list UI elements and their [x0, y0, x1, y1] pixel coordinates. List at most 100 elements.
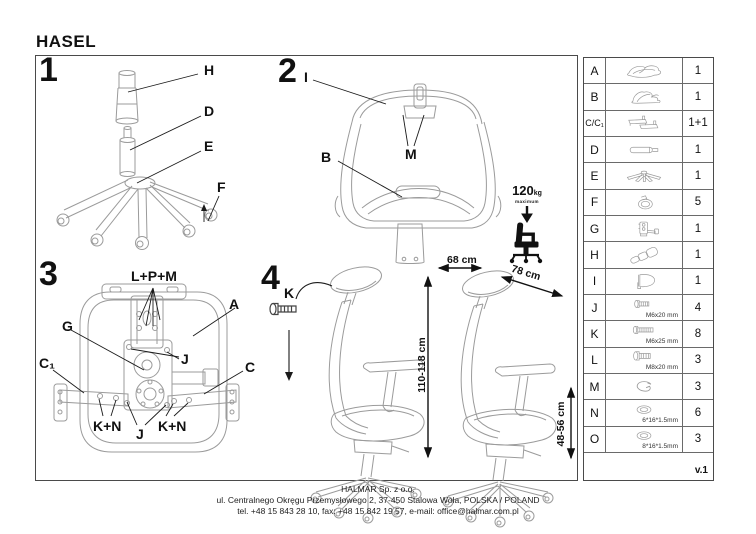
- label-c1: C₁: [39, 355, 55, 371]
- table-row: F 5: [584, 189, 713, 217]
- dimension-lines: [423, 263, 576, 460]
- step-3-number: 3: [39, 255, 58, 293]
- telescopic-cover-icon: [630, 247, 658, 264]
- table-row: D 1: [584, 137, 713, 164]
- part-letter: D: [584, 137, 606, 163]
- part-qty: 5: [694, 196, 702, 209]
- part-qty: 1: [694, 170, 702, 183]
- down-arrow-icon: [285, 372, 293, 381]
- part-letter: J: [584, 295, 606, 321]
- dimension-total-height: 110-118 cm: [416, 337, 428, 393]
- part-qty: 3: [694, 380, 702, 393]
- part-qty: 8: [694, 328, 702, 341]
- part-letter: B: [584, 84, 606, 110]
- label-f: F: [217, 179, 226, 195]
- table-row: O 8*16*1.5mm 3: [584, 426, 713, 454]
- diagram-3-leader-lines: [52, 287, 244, 426]
- part-icon-cell: [606, 216, 683, 242]
- table-row: L M8x20 mm 3: [584, 347, 713, 375]
- part-icon-cell: 6*16*1.5mm: [606, 400, 683, 426]
- up-arrow-icon: [201, 204, 207, 211]
- part-letter: G: [584, 216, 606, 242]
- label-kn-left: K+N: [93, 418, 122, 434]
- part-size-label: 6*16*1.5mm: [642, 416, 678, 424]
- base-star-icon: [626, 170, 662, 182]
- label-j-upper: J: [181, 351, 189, 367]
- screw-m6x25-icon: [632, 325, 654, 334]
- seat-icon: [627, 65, 662, 78]
- max-load-unit: kg: [533, 190, 542, 197]
- label-j-lower: J: [136, 426, 144, 442]
- table-row: J M6x20 mm 4: [584, 295, 713, 322]
- diagram-area-border: [35, 55, 578, 481]
- k-leader-curve: [295, 282, 333, 300]
- footer-contact: tel. +48 15 843 28 10, fax: +48 15 842 1…: [237, 506, 519, 516]
- part-icon-cell: [606, 163, 683, 189]
- part-qty: 6: [694, 407, 702, 420]
- step-1-number: 1: [39, 51, 58, 89]
- backrest-icon: [631, 91, 661, 104]
- armrests-icon: [628, 116, 659, 130]
- dimension-seat-height: 48-56 cm: [555, 401, 567, 447]
- table-row: B 1: [584, 84, 713, 111]
- table-row: C/C₁ 1+1: [584, 110, 713, 138]
- part-size-label: M6x20 mm: [645, 311, 678, 319]
- label-e: E: [204, 138, 214, 154]
- part-qty: 1+1: [688, 117, 708, 130]
- part-icon-cell: M6x20 mm: [606, 295, 683, 321]
- clip-icon: [636, 381, 652, 392]
- label-c: C: [245, 359, 256, 375]
- part-icon-cell: M6x25 mm: [606, 321, 683, 347]
- part-letter: H: [584, 242, 606, 268]
- max-load-badge: 120kg maximum: [502, 182, 552, 268]
- label-a: A: [229, 296, 240, 312]
- table-row: I 1: [584, 268, 713, 296]
- table-row: K M6x25 mm 8: [584, 321, 713, 348]
- part-icon-cell: [606, 58, 683, 84]
- diagram-1-drawing: [56, 70, 220, 250]
- max-load-note: maximum: [515, 199, 539, 204]
- part-qty: 1: [694, 275, 702, 288]
- screw-m8x20-icon: [633, 351, 651, 361]
- version-label: v.1: [694, 465, 708, 476]
- part-size-label: M6x25 mm: [645, 337, 678, 345]
- footer-company: HALMAR Sp. z o.o.: [341, 484, 415, 494]
- footer-address: ul. Centralnego Okręgu Przemysłowego 2, …: [216, 495, 540, 505]
- part-letter: F: [584, 189, 606, 216]
- part-qty: 1: [694, 249, 702, 262]
- part-icon-cell: [606, 242, 683, 268]
- part-letter: I: [584, 268, 606, 295]
- label-d: D: [204, 103, 215, 119]
- label-lpm: L+P+M: [131, 268, 177, 284]
- table-row: N 6*16*1.5mm 6: [584, 400, 713, 427]
- washer-icon: [636, 431, 652, 441]
- dimension-width: 68 cm: [447, 254, 477, 266]
- table-row: A 1: [584, 58, 713, 85]
- part-letter: E: [584, 163, 606, 189]
- gas-lift-icon: [629, 146, 659, 153]
- part-icon-cell: [606, 137, 683, 163]
- part-qty: 1: [694, 91, 702, 104]
- label-m: M: [405, 146, 417, 162]
- page-title: HASEL: [36, 32, 97, 51]
- part-size-label: 8*16*1.5mm: [642, 443, 678, 451]
- chair-silhouette-icon: [509, 205, 543, 263]
- table-row: G 1: [584, 216, 713, 243]
- part-letter: O: [584, 426, 606, 453]
- table-row: E 1: [584, 163, 713, 190]
- part-letter: M: [584, 374, 606, 400]
- part-letter: K: [584, 321, 606, 347]
- screw-m6x20-icon: [634, 299, 650, 308]
- part-icon-cell: [606, 189, 683, 216]
- label-b: B: [321, 149, 332, 165]
- part-letter: L: [584, 347, 606, 374]
- caster-icon: [638, 195, 653, 210]
- part-qty: 3: [694, 433, 702, 446]
- caster-wheels: [56, 208, 218, 250]
- part-icon-cell: 8*16*1.5mm: [606, 426, 683, 453]
- part-letter: N: [584, 400, 606, 426]
- part-icon-cell: [606, 268, 683, 295]
- part-icon-cell: [606, 84, 683, 110]
- part-qty: 1: [694, 143, 702, 156]
- label-k: K: [284, 285, 295, 301]
